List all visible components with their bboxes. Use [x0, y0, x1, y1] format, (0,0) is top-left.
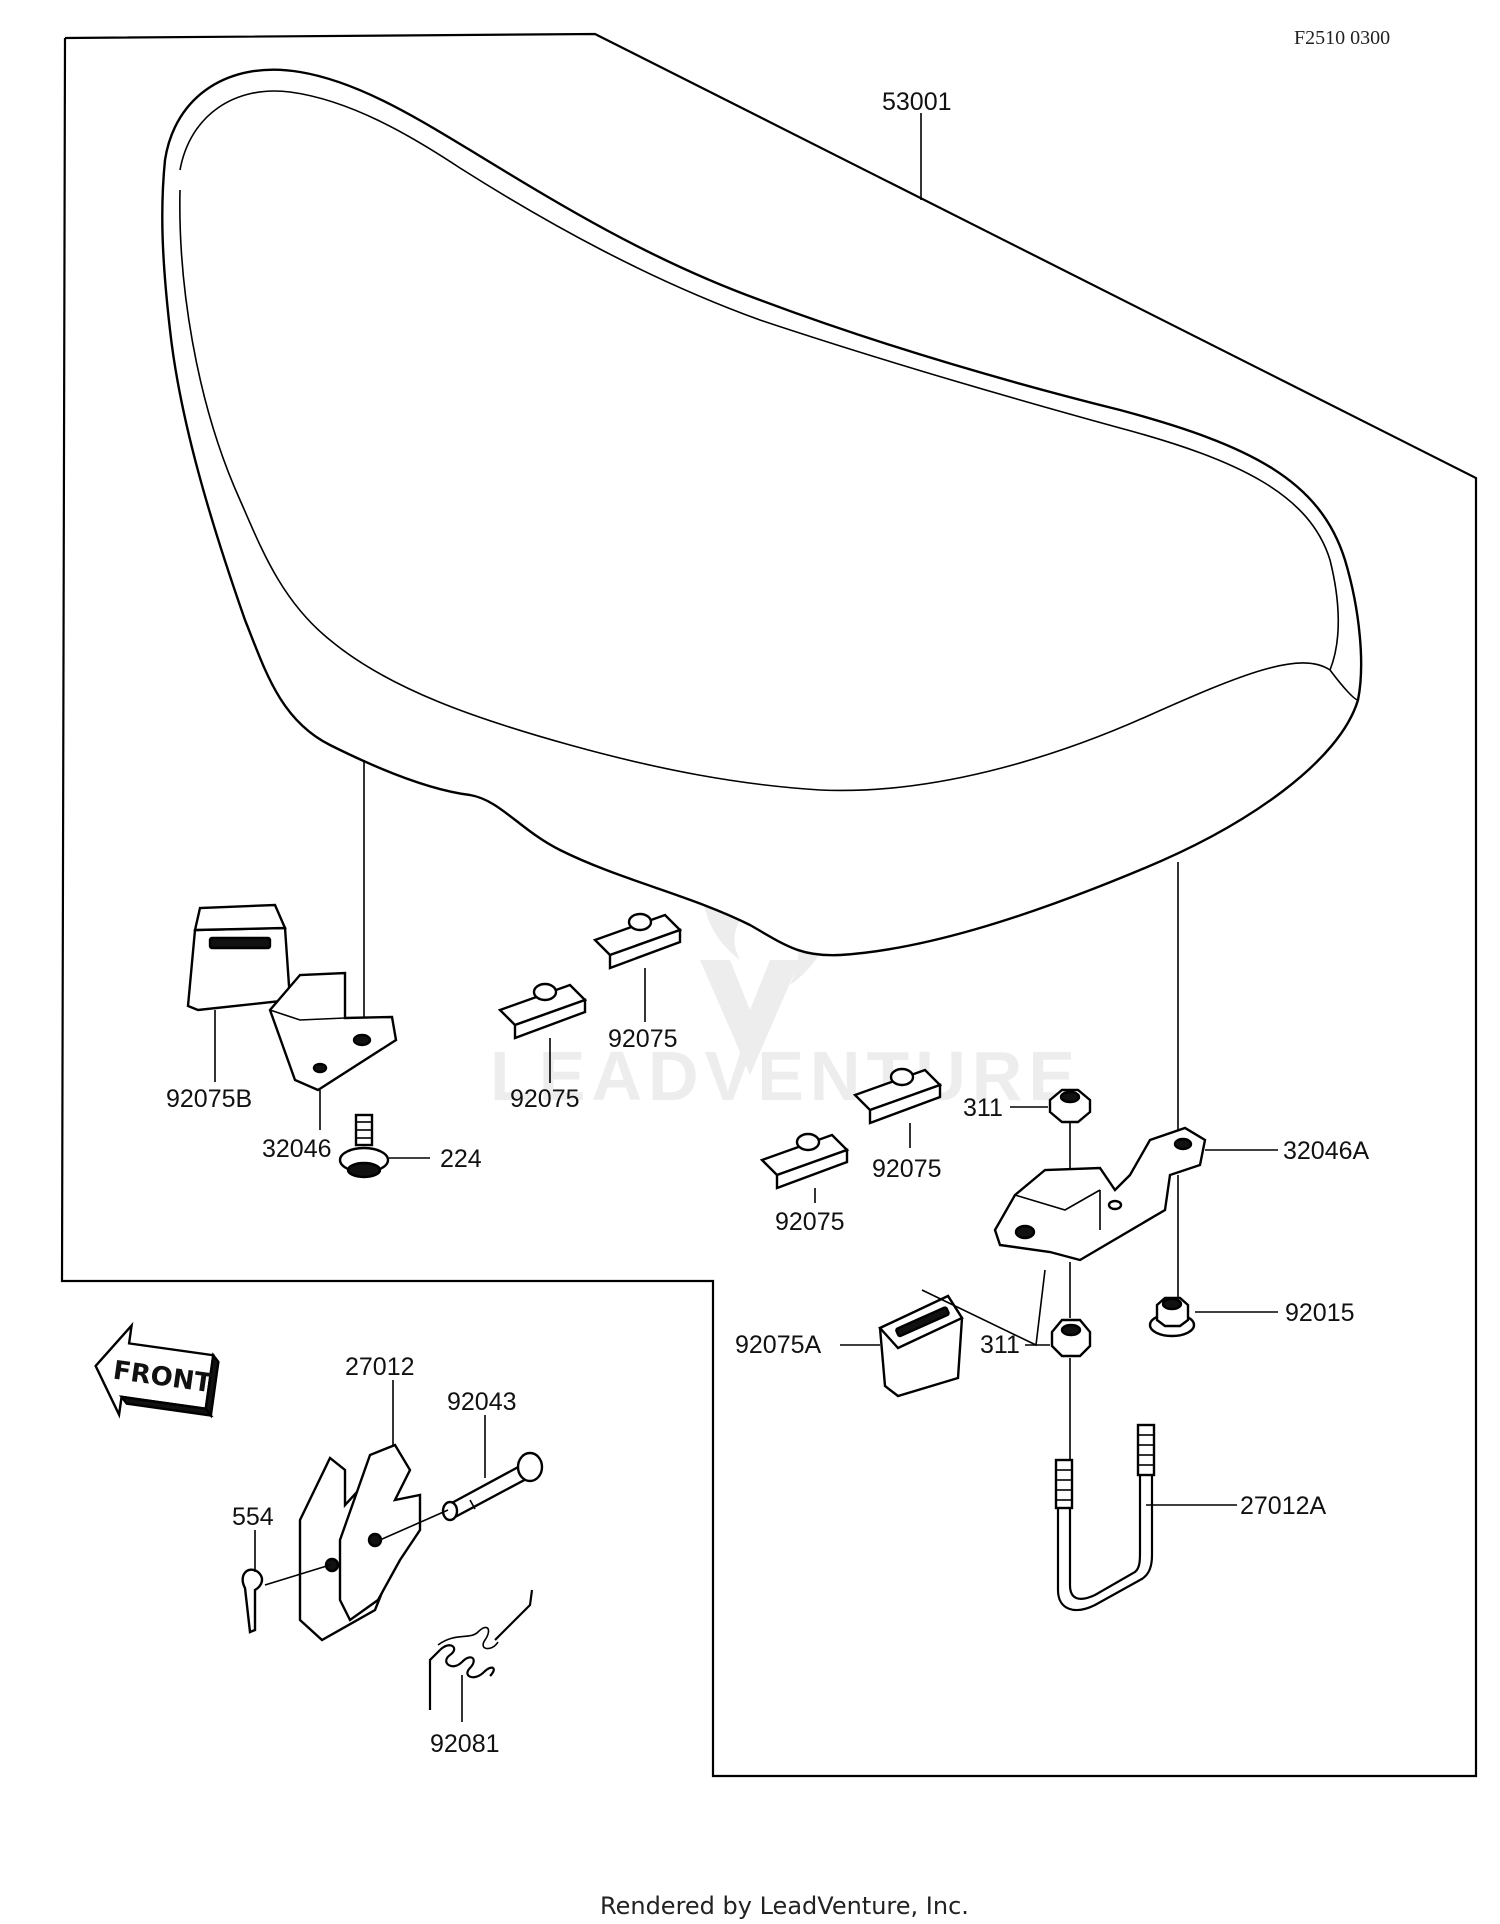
label-92081: 92081 [430, 1730, 500, 1758]
label-554: 554 [232, 1503, 274, 1531]
watermark-text: LEADVENTURE [490, 1037, 1081, 1115]
part-27012[interactable] [298, 1443, 422, 1642]
part-311-top[interactable] [1048, 1088, 1092, 1124]
part-92075-upper-right[interactable] [592, 912, 683, 970]
label-92075-a: 92075 [510, 1085, 580, 1113]
cotter-line [264, 1564, 331, 1586]
label-92075-c: 92075 [872, 1155, 942, 1183]
part-92015[interactable] [1148, 1296, 1196, 1338]
label-32046A: 32046A [1283, 1137, 1370, 1165]
label-92075B: 92075B [166, 1085, 252, 1113]
diagram-border [60, 32, 1478, 1778]
label-27012: 27012 [345, 1353, 415, 1381]
front-arrow: FRONT [94, 1321, 220, 1419]
label-92075-d: 92075 [775, 1208, 845, 1236]
part-311-bottom[interactable] [1050, 1318, 1092, 1358]
footer-text: Rendered by LeadVenture, Inc. [600, 1892, 969, 1920]
diagram-code: F2510 0300 [1294, 27, 1390, 49]
label-92075A: 92075A [735, 1331, 822, 1359]
label-92075-b: 92075 [608, 1025, 678, 1053]
part-92081[interactable] [428, 1589, 534, 1710]
part-92075-lower-right[interactable] [852, 1067, 943, 1125]
part-92075B[interactable] [186, 903, 292, 1012]
pin-line [379, 1509, 449, 1541]
part-32046A[interactable] [993, 1126, 1207, 1262]
label-311-bottom: 311 [980, 1331, 1020, 1359]
part-92043[interactable] [441, 1451, 544, 1522]
seat-53001[interactable] [161, 68, 1363, 957]
label-32046: 32046 [262, 1135, 332, 1163]
part-32046[interactable] [268, 971, 398, 1092]
label-92043: 92043 [447, 1388, 517, 1416]
label-311-top: 311 [963, 1094, 1003, 1122]
part-554[interactable] [241, 1568, 264, 1634]
label-92015: 92015 [1285, 1299, 1355, 1327]
part-92075-lower-left[interactable] [759, 1132, 850, 1190]
label-27012A: 27012A [1240, 1492, 1327, 1520]
part-224[interactable] [338, 1113, 390, 1179]
label-224: 224 [440, 1145, 482, 1173]
part-92075-upper-left[interactable] [497, 982, 588, 1040]
label-53001: 53001 [882, 88, 952, 116]
part-92075A[interactable] [878, 1294, 964, 1398]
part-27012A[interactable] [1054, 1423, 1156, 1612]
